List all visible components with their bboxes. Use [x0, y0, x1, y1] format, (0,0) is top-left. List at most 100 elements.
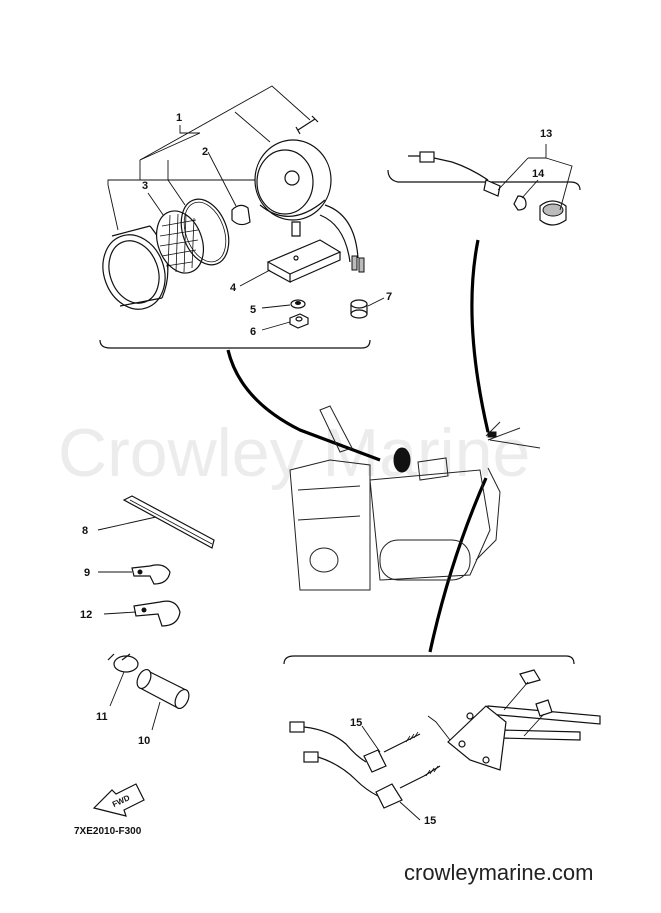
lamp-bulb-icon: [513, 195, 527, 211]
shaft-head-lower: [535, 699, 553, 717]
headlight-housing: [254, 139, 332, 221]
switch-wire-b: [317, 756, 379, 797]
chute-icon: [319, 405, 353, 453]
lamp-lens-inner: [542, 203, 564, 217]
lamp-socket: [483, 179, 501, 197]
lamp-location-line: [470, 239, 490, 433]
reflector-grid: [159, 213, 199, 273]
callout-10: 10: [138, 735, 150, 747]
bracket-hole: [293, 255, 299, 261]
clamp-large-icon: [133, 600, 181, 627]
auger-hub: [309, 547, 339, 573]
machine-silhouette: [289, 405, 541, 591]
auger-housing: [289, 459, 371, 591]
leader-15b: [399, 801, 421, 821]
clamp-small-icon: [131, 564, 171, 585]
forward-arrow-icon: FWD: [92, 783, 145, 817]
lamp-assembly: [387, 144, 581, 226]
screw-icon: [295, 115, 319, 135]
gasket-ring-inner: [183, 201, 227, 263]
mount-bolt-icon: [291, 221, 301, 237]
switch-plunger-b: [399, 765, 441, 789]
switch-body-b: [375, 783, 403, 809]
headlight-location-line: [226, 349, 381, 462]
wire-terminal-b: [358, 257, 365, 273]
housing-bottom: [259, 199, 326, 217]
site-url: crowleymarine.com: [404, 860, 594, 885]
leader-6: [261, 321, 291, 331]
bracket-1-upper: [139, 85, 311, 161]
headlight-group-bracket: [99, 339, 371, 349]
clamp-large-hole: [141, 607, 147, 613]
callout-4: 4: [230, 282, 237, 294]
switch-connector-a: [289, 721, 305, 733]
callout-12: 12: [80, 609, 92, 621]
bracket-leader: [427, 715, 451, 741]
callout-1: 1: [176, 112, 182, 124]
leader-5: [261, 304, 291, 309]
switch-assembly: [289, 669, 601, 821]
callout-2: 2: [202, 146, 208, 158]
nut-hole: [295, 316, 303, 322]
washer-hole: [295, 301, 301, 305]
bracket-hole-c: [482, 756, 490, 764]
leader-10: [151, 701, 161, 731]
leader-1: [139, 111, 271, 161]
mount-bracket: [266, 239, 342, 275]
bracket-hole-b: [458, 740, 466, 748]
track-icon: [379, 539, 471, 581]
tube-start: [136, 668, 152, 690]
leader-12: [103, 611, 137, 615]
auger-lines: [297, 485, 361, 521]
callout-5: 5: [250, 304, 256, 316]
headlight-lens-rim: [102, 234, 166, 310]
headlight-marker-icon: [393, 447, 411, 473]
engine-body: [369, 469, 491, 581]
headlight-bulb-icon: [231, 204, 251, 226]
callout-8: 8: [82, 525, 88, 537]
frame-rear: [475, 467, 501, 561]
drawing-code: 7XE2010-F300: [74, 826, 142, 837]
leader-1-b: [107, 179, 186, 231]
callout-14: 14: [532, 168, 545, 180]
callout-13: 13: [540, 128, 552, 140]
housing-socket: [284, 170, 300, 186]
leader-2: [207, 151, 237, 207]
callout-3: 3: [142, 180, 148, 192]
housing-wires: [319, 204, 359, 263]
callout-15-lower: 15: [424, 815, 436, 827]
lens-depth-lines: [111, 225, 163, 307]
switch-wire-a: [303, 726, 367, 763]
leader-4: [239, 269, 271, 287]
small-parts: [97, 495, 215, 731]
shaft-lines: [503, 681, 545, 737]
switch-thread-a: [405, 731, 419, 743]
grommet-icon: [350, 309, 368, 319]
bracket-1-lower: [107, 179, 270, 185]
leader-13: [497, 144, 573, 211]
shaft-lower: [499, 729, 581, 741]
leader-14: [521, 179, 539, 199]
callout-11: 11: [96, 711, 108, 723]
gasket-ring: [180, 198, 230, 266]
switch-connector-b: [303, 751, 319, 763]
leader-11: [109, 671, 125, 707]
leader-8: [97, 516, 157, 531]
shaft-head-upper: [519, 669, 541, 685]
callout-7: 7: [386, 291, 392, 303]
tube-end: [174, 688, 190, 710]
clamp-small-hole: [137, 569, 143, 575]
harness-wire: [408, 155, 489, 181]
housing-opening: [256, 149, 314, 215]
leader-15a: [361, 725, 381, 753]
callouts: 1 2 3 4 5 6 7 8 9 10 11 12 13 14 15 15: [80, 112, 552, 827]
lamp-group-bracket: [387, 169, 581, 191]
hose-clip-icon: [113, 655, 139, 673]
callout-9: 9: [84, 567, 90, 579]
leader-7: [367, 297, 385, 307]
callout-15-upper: 15: [350, 717, 362, 729]
cable-tie-line: [129, 499, 213, 545]
bracket-hole-a: [466, 712, 474, 720]
engine-top: [417, 457, 449, 481]
